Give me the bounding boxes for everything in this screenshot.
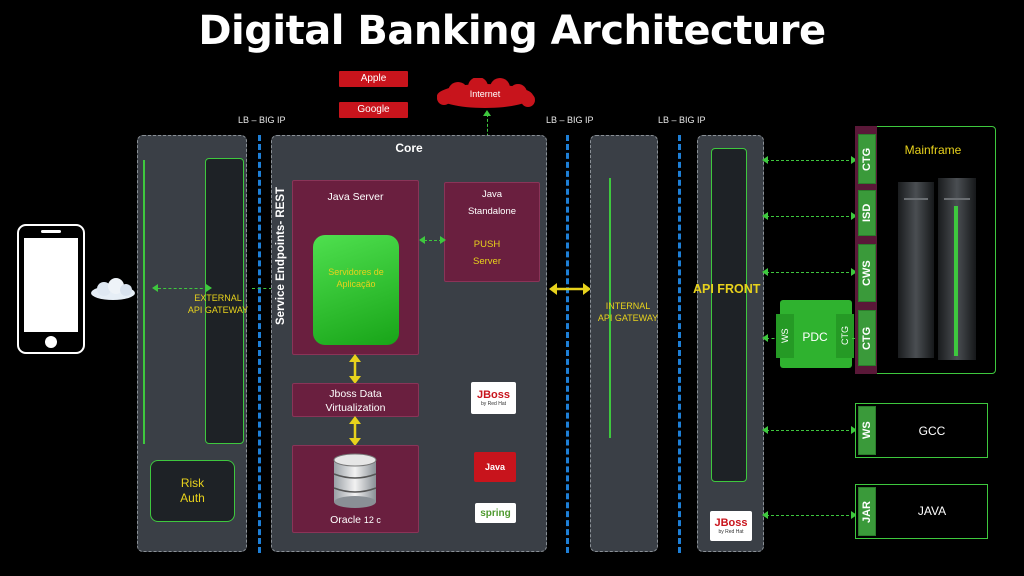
lb-label-3: LB – BIG IP xyxy=(658,115,706,125)
gcc-ws-strip: WS xyxy=(858,406,876,455)
right-arrow-icon xyxy=(851,268,857,276)
left-arrow-icon xyxy=(762,268,768,276)
database-icon xyxy=(333,453,377,508)
right-arrow-icon xyxy=(440,236,446,244)
java-logo: Java xyxy=(474,452,516,482)
java-standalone-label: Java Standalone xyxy=(467,189,517,217)
oracle-version: 12 c xyxy=(363,515,381,525)
oracle-label: Oracle 12 c xyxy=(292,514,419,526)
pdc-ctg-label: CTG xyxy=(840,326,850,346)
oracle-name: Oracle xyxy=(330,514,361,526)
java-server-label: Java Server xyxy=(327,191,384,203)
lb-label-1: LB – BIG IP xyxy=(238,115,286,125)
cloud-icon xyxy=(91,278,135,300)
pdc-mainframe-link xyxy=(852,338,856,339)
app-servers-label: Servidores de Aplicação xyxy=(328,267,384,289)
internet-cloud-icon xyxy=(437,78,535,108)
external-gateway-column xyxy=(205,158,244,444)
spring-logo: spring xyxy=(475,503,516,523)
external-gateway-label: EXTERNAL API GATEWAY xyxy=(187,293,249,315)
pdc-label: PDC xyxy=(802,330,828,344)
pdc-ws-label: WS xyxy=(780,328,790,344)
jboss-logo-front: JBoss by Red Hat xyxy=(710,511,752,541)
mainframe-ctg2-strip: CTG xyxy=(858,310,876,366)
left-arrow-icon xyxy=(152,284,158,292)
link-pdc xyxy=(766,338,780,339)
api-front-column xyxy=(711,148,747,482)
pdc-left-tab xyxy=(776,314,794,358)
mainframe-cws-strip: CWS xyxy=(858,244,876,302)
page-title: Digital Banking Architecture xyxy=(198,8,826,54)
risk-auth-label: Risk Auth xyxy=(180,476,205,505)
lb-label-2: LB – BIG IP xyxy=(546,115,594,125)
server-rack-icon xyxy=(898,178,976,360)
java-standalone-box xyxy=(444,182,540,282)
left-arrow-icon xyxy=(762,156,768,164)
lb-divider-2 xyxy=(566,135,569,553)
link-ctg-1 xyxy=(766,160,854,161)
right-arrow-icon xyxy=(851,156,857,164)
left-arrow-icon xyxy=(762,334,768,342)
left-arrow-icon xyxy=(762,212,768,220)
jboss-dv-label: Jboss Data Virtualization xyxy=(325,388,386,414)
jboss-logo-sub: by Red Hat xyxy=(480,401,506,407)
left-arrow-icon xyxy=(762,426,768,434)
risk-auth-box xyxy=(150,460,235,522)
lb-divider-3 xyxy=(678,135,681,553)
pdc-right-tab xyxy=(836,314,854,358)
link-gcc xyxy=(766,430,854,431)
link-java xyxy=(766,515,854,516)
mainframe-isd-strip: ISD xyxy=(858,190,876,236)
internal-gateway-panel xyxy=(590,135,658,552)
google-tag: Google xyxy=(339,102,408,118)
jboss-logo-text: JBoss xyxy=(476,389,511,401)
left-arrow-icon xyxy=(762,511,768,519)
jboss-logo-text: JBoss xyxy=(714,517,748,529)
internal-green-rail xyxy=(609,178,611,438)
right-arrow-icon xyxy=(851,511,857,519)
smartphone-icon xyxy=(17,224,85,354)
link-cws xyxy=(766,272,854,273)
apple-tag: Apple xyxy=(339,71,408,87)
service-endpoints-label: Service Endpoints- REST xyxy=(275,186,287,326)
push-server-label: PUSH Server xyxy=(473,239,501,267)
gcc-box xyxy=(855,403,988,458)
up-arrow-icon xyxy=(483,110,491,116)
jboss-dv-box xyxy=(292,383,419,417)
internal-gateway-label: INTERNAL API GATEWAY xyxy=(597,301,659,323)
core-title: Core xyxy=(395,141,423,155)
mainframe-ctg-strip: CTG xyxy=(858,134,876,184)
java-system-label: JAVA xyxy=(917,504,947,518)
right-arrow-icon xyxy=(206,284,212,292)
link-isd xyxy=(766,216,854,217)
core-internal-arrow-icon xyxy=(549,283,591,295)
double-arrow-icon xyxy=(349,354,361,384)
left-arrow-icon xyxy=(419,236,425,244)
lb-divider-1 xyxy=(258,135,261,553)
java-jar-strip: JAR xyxy=(858,487,876,536)
mainframe-title: Mainframe xyxy=(904,143,962,157)
internet-label: Internet xyxy=(469,89,501,99)
server-link xyxy=(424,240,442,241)
java-system-box xyxy=(855,484,988,539)
phone-gateway-link xyxy=(158,288,208,289)
right-arrow-icon xyxy=(851,212,857,220)
app-servers-box xyxy=(313,235,399,345)
gcc-label: GCC xyxy=(918,424,946,438)
gateway-core-link xyxy=(252,288,272,289)
jboss-logo: JBoss by Red Hat xyxy=(471,382,516,414)
right-arrow-icon xyxy=(851,426,857,434)
api-front-label: API FRONT xyxy=(693,282,761,296)
double-arrow-icon xyxy=(349,416,361,446)
green-rail xyxy=(143,160,145,444)
jboss-logo-sub: by Red Hat xyxy=(718,529,744,535)
